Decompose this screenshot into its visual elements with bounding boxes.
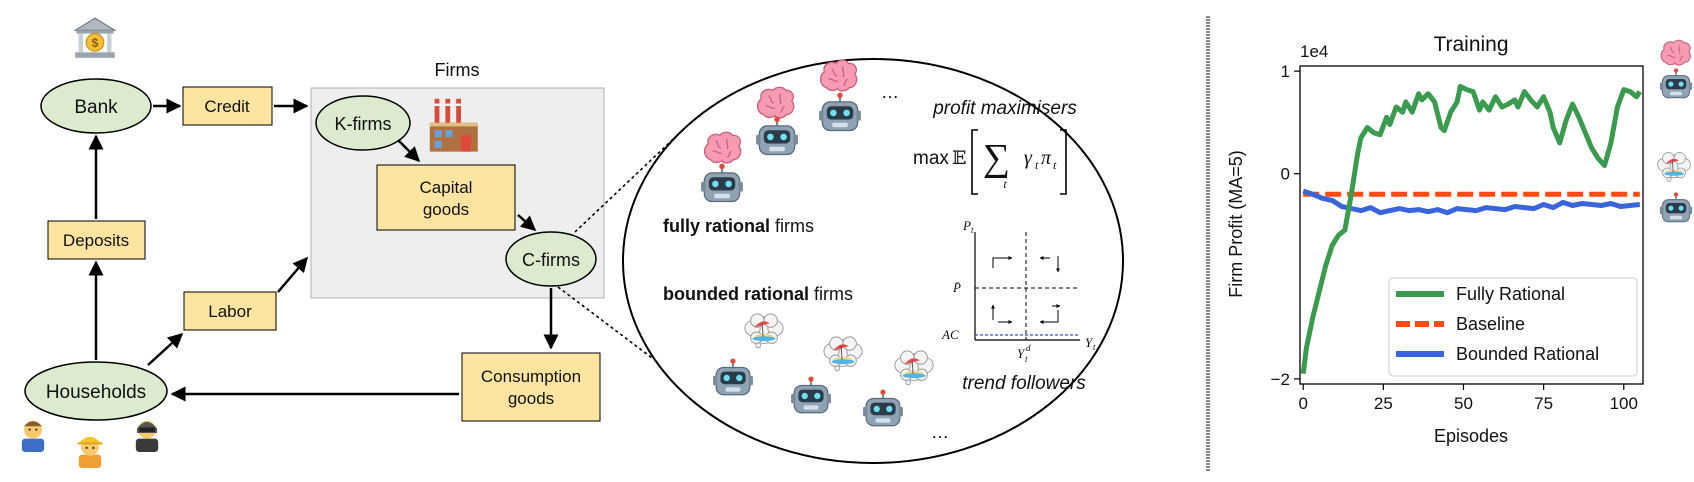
deposits-label: Deposits — [63, 231, 129, 250]
arrow-labor-firms — [278, 258, 307, 292]
mini-ytd-label-sup: d — [1026, 343, 1031, 353]
c-firms-label: C-firms — [522, 250, 580, 270]
bounded-rational-rest: firms — [809, 284, 853, 304]
legend-label-baseline: Baseline — [1456, 314, 1525, 334]
k-firms-label: K-firms — [335, 114, 392, 134]
formula-expectation: 𝔼 — [952, 148, 966, 169]
rational-ellipsis: … — [881, 82, 899, 102]
bank-label: Bank — [74, 97, 118, 118]
household-person-icon — [22, 421, 44, 452]
bank-icon — [75, 18, 115, 58]
capital-goods-label-2: goods — [423, 200, 469, 219]
formula-pi: π — [1041, 147, 1052, 169]
consumption-goods-label-1: Consumption — [481, 367, 581, 386]
y-ticks: 1 0 −2 — [1271, 62, 1300, 389]
bounded-rational-caption: bounded rational firms — [663, 284, 853, 304]
legend-label-bounded-rational: Bounded Rational — [1456, 344, 1599, 364]
x-tick-label: 75 — [1534, 394, 1553, 413]
bounded-ellipsis: … — [931, 422, 949, 442]
capital-goods-box — [377, 165, 515, 230]
construction-worker-icon — [78, 437, 103, 468]
x-axis-label: Episodes — [1434, 426, 1508, 446]
consumption-goods-label-2: goods — [508, 389, 554, 408]
capital-goods-label-1: Capital — [420, 178, 473, 197]
y-axis-label: Firm Profit (MA=5) — [1226, 150, 1246, 298]
x-tick-label: 100 — [1610, 394, 1638, 413]
firms-title: Firms — [435, 60, 480, 80]
mini-pbar-label: P̄ — [952, 280, 961, 295]
households-label: Households — [46, 382, 146, 403]
x-tick-label: 50 — [1454, 394, 1473, 413]
labor-label: Labor — [208, 302, 252, 321]
vacation-thought-icon — [1658, 152, 1691, 181]
brain-icon — [1661, 40, 1690, 65]
brain-icon — [705, 132, 741, 163]
credit-label: Credit — [204, 97, 250, 116]
formula-max: max — [913, 148, 949, 169]
legend-label-fully-rational: Fully Rational — [1456, 284, 1565, 304]
profit-maximisers-label: profit maximisers — [932, 98, 1077, 119]
training-chart: Training 1e4 Firm Profit (MA=5) Episodes… — [1226, 33, 1692, 446]
fully-rational-rest: firms — [770, 216, 814, 236]
formula-sum: ∑ — [983, 137, 1010, 179]
x-tick-label: 0 — [1298, 394, 1307, 413]
trend-followers-label: trend followers — [962, 373, 1086, 394]
x-ticks: 0 25 50 75 100 — [1298, 384, 1637, 413]
robot-icon — [1660, 68, 1692, 97]
brain-icon — [758, 87, 794, 118]
y-offset-text: 1e4 — [1300, 42, 1328, 61]
factory-worker-icon — [136, 421, 158, 452]
robot-icon — [1660, 192, 1692, 221]
legend: Fully Rational Baseline Bounded Rational — [1389, 278, 1637, 376]
fully-rational-bold: fully rational — [663, 216, 770, 236]
fully-rational-caption: fully rational firms — [663, 216, 814, 236]
x-tick-label: 25 — [1374, 394, 1393, 413]
firm-agents-zoom: … profit maximisers max 𝔼 ∑ t γ t π t fu… — [623, 59, 1123, 463]
y-tick-label: 0 — [1281, 165, 1290, 184]
brain-icon — [821, 60, 857, 91]
y-tick-label: −2 — [1271, 370, 1290, 389]
chart-title: Training — [1433, 33, 1508, 56]
arrow-households-labor — [148, 334, 182, 365]
mini-y-label: P — [962, 218, 971, 233]
formula-gamma: γ — [1024, 147, 1033, 169]
economy-flow-diagram: Firms Bank Credit Deposits Labor Househo… — [22, 18, 686, 468]
bounded-rational-bold: bounded rational — [663, 284, 809, 304]
y-tick-label: 1 — [1281, 62, 1290, 81]
consumption-goods-box — [462, 353, 600, 421]
mini-ac-label: AC — [941, 327, 959, 342]
